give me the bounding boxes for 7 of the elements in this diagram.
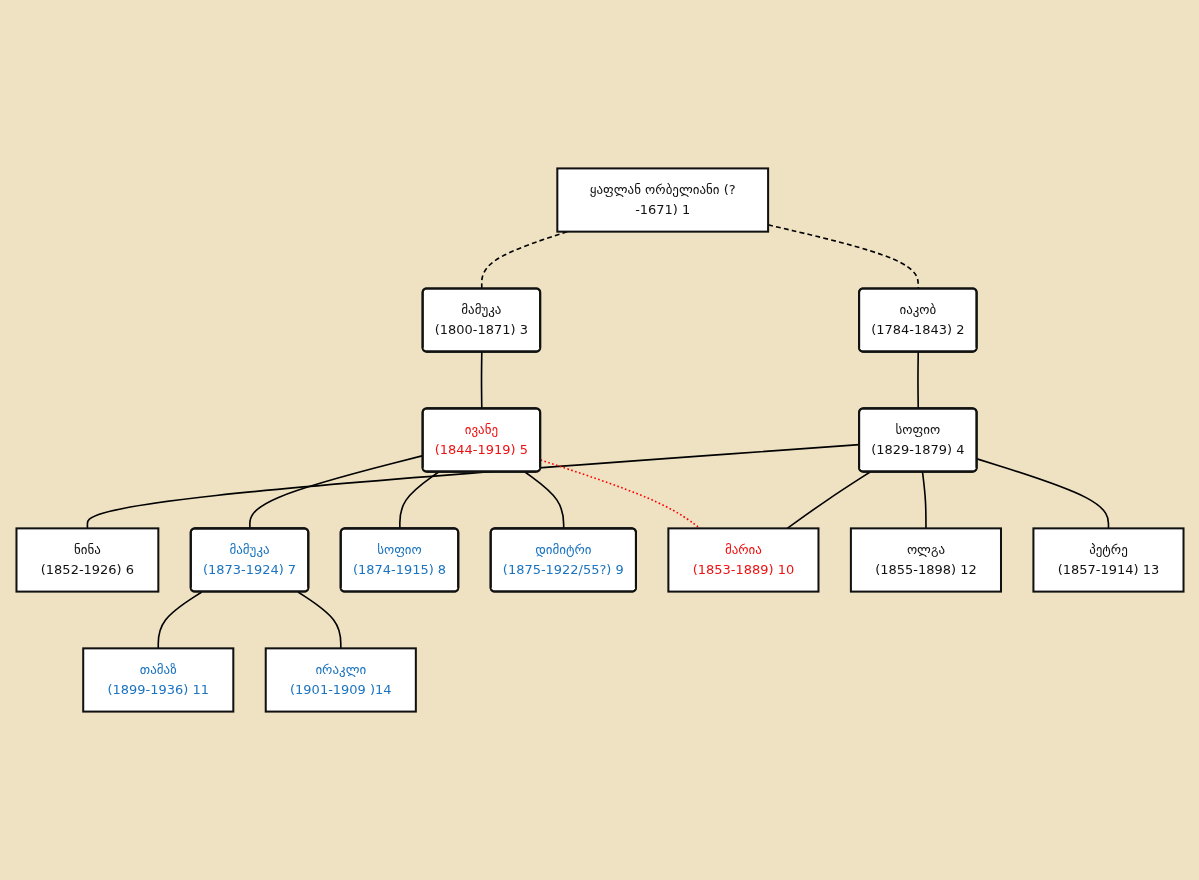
node-box: პეტრე (1857-1914) 13	[1031, 527, 1185, 593]
node-box: მარია (1853-1889) 10	[666, 527, 819, 593]
node-box: ოლგა (1855-1898) 12	[849, 527, 1002, 593]
node-box: ირაკლი (1901-1909 )14	[264, 647, 417, 713]
node-box: ნინა (1852-1926) 6	[14, 527, 159, 593]
node-box: ყაფლან ორბელიანი (?-1671) 1	[555, 167, 769, 233]
node-box: თამაზ (1899-1936) 11	[81, 647, 234, 713]
